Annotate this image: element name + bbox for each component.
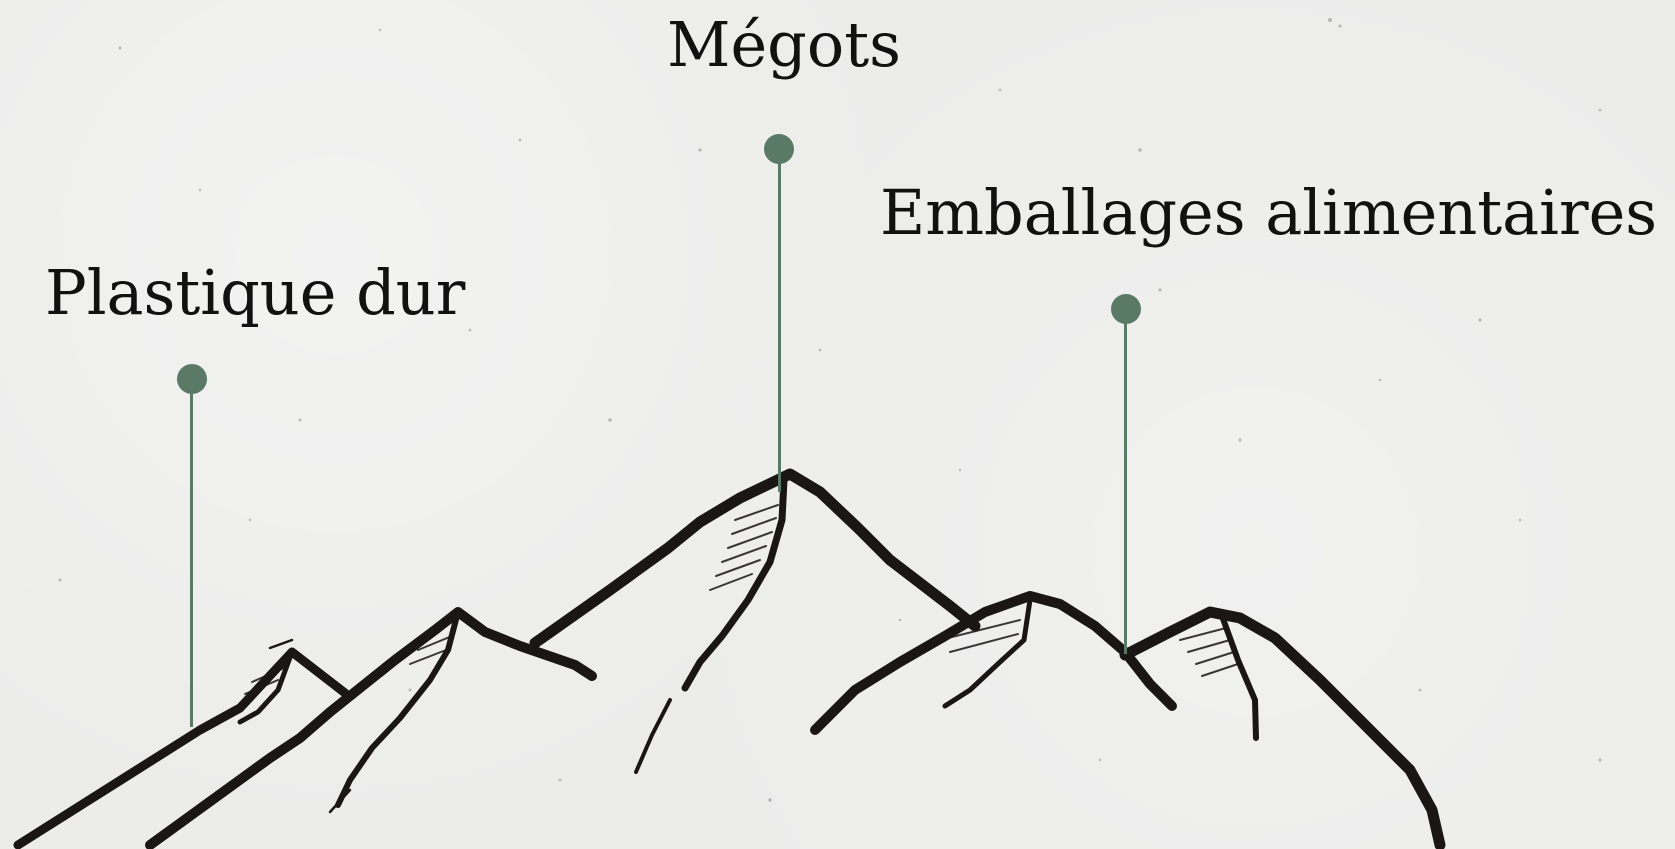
- label-megots: Mégots: [667, 14, 901, 76]
- label-plastique-dur: Plastique dur: [45, 262, 465, 324]
- label-emballages-alimentaires: Emballages alimentaires: [880, 182, 1657, 244]
